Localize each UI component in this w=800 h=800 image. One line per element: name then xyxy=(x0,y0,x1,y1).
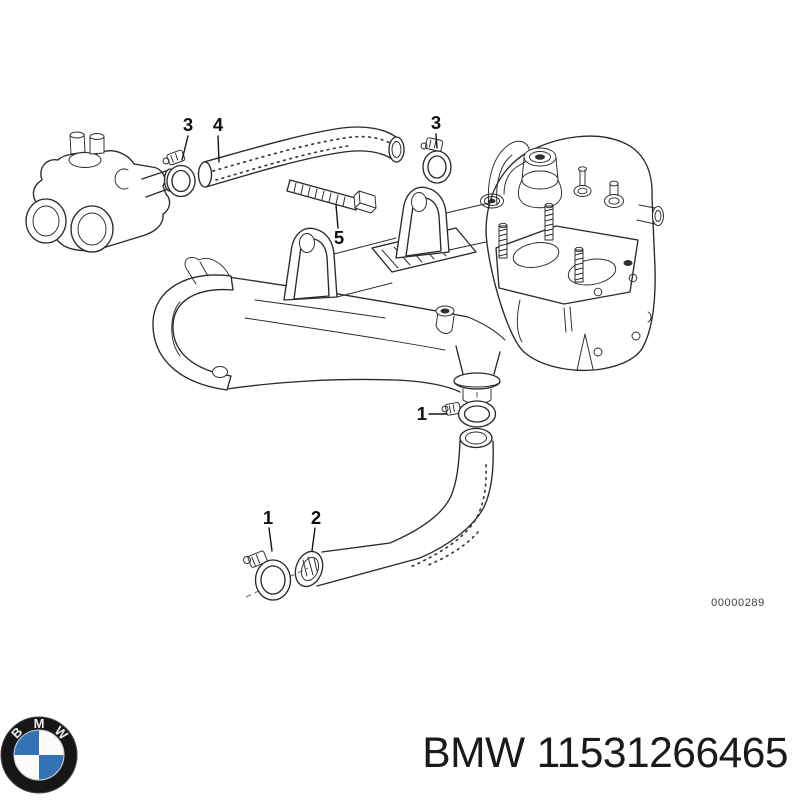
callout-leader-lines xyxy=(181,133,448,552)
roundel-quadrant-bottom-right xyxy=(39,755,64,780)
manifold-support-hoops xyxy=(283,186,450,301)
manifold-outlet-neck xyxy=(453,345,501,438)
upper-coolant-hose xyxy=(197,126,405,188)
cable-tie xyxy=(286,179,377,214)
manifold-studs xyxy=(498,202,584,283)
thermostat-housing xyxy=(25,131,177,253)
roundel-quadrant-top-left xyxy=(14,730,39,755)
roundel-quadrant-bottom-left xyxy=(14,755,39,780)
callout-label-1-mid: 1 xyxy=(417,403,427,424)
brand-label: BMW xyxy=(422,730,525,777)
callout-label-2: 2 xyxy=(311,507,321,528)
hose-clamp-1-bottom xyxy=(243,550,309,601)
part-number: 11531266465 xyxy=(536,730,789,777)
callout-label-1-bottom: 1 xyxy=(263,507,273,528)
callout-label-3-left: 3 xyxy=(183,114,193,135)
intake-manifold-body xyxy=(480,135,664,372)
callout-label-3-right: 3 xyxy=(431,112,441,133)
roundel-quadrant-top-right xyxy=(39,730,64,755)
manifold-runner-tube xyxy=(152,256,506,393)
lower-coolant-hose xyxy=(294,427,494,588)
bmw-logo-icon: B M W xyxy=(0,716,78,794)
hose-clamp-1-mid xyxy=(441,400,497,428)
callout-label-5: 5 xyxy=(334,227,344,248)
drawing-number: 00000289 xyxy=(711,597,765,609)
roundel-letter-m: M xyxy=(34,716,45,731)
parts-diagram: 3 4 3 5 1 1 2 00000289 xyxy=(25,112,765,609)
callout-labels: 3 4 3 5 1 1 2 xyxy=(183,112,441,528)
callout-label-4: 4 xyxy=(213,114,224,135)
hose-clamp-3-right xyxy=(420,137,452,184)
hose-clamp-3-left xyxy=(162,149,196,198)
